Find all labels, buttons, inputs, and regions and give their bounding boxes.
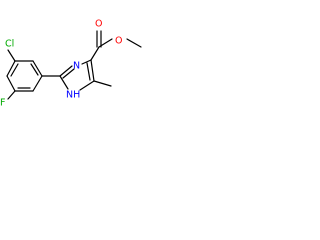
- atom-label-nh-ring: NH: [66, 90, 80, 101]
- bond-c4-c5-2: [86, 62, 91, 81]
- molecule-diagram: O O N NH Cl F: [0, 0, 152, 152]
- bond-ph4-f: [7, 90, 16, 100]
- bond-c5-methyl: [93, 80, 112, 87]
- structure-drawing: O O N NH Cl F: [0, 19, 142, 109]
- bond-n3-c2-2: [62, 68, 75, 79]
- atom-label-f: F: [0, 98, 5, 109]
- atom-label-o-carbonyl: O: [95, 19, 102, 30]
- bond-ph3-cl: [7, 49, 16, 62]
- bond-ph1-ph2: [32, 60, 43, 77]
- bond-carbonylc-c4: [90, 46, 100, 61]
- bond-ph1-ph2-inner: [30, 63, 39, 76]
- bond-ph3-ph4: [6, 60, 16, 77]
- bond-c4-n3: [81, 59, 92, 65]
- bond-c2-n1: [59, 75, 69, 90]
- bond-n1-c5: [79, 80, 95, 91]
- bond-methyl-oester: [126, 38, 142, 48]
- bond-n3-c2-1: [59, 65, 73, 77]
- bond-ph4-ph5: [6, 75, 16, 92]
- atom-label-o-ester: O: [115, 36, 122, 47]
- atom-label-cl: Cl: [5, 39, 14, 50]
- bond-ph3-ph4-inner: [10, 63, 19, 77]
- atom-label-n-ring: N: [73, 61, 80, 72]
- bond-ph6-ph1: [32, 75, 43, 92]
- bond-c4-c5-1: [90, 59, 95, 82]
